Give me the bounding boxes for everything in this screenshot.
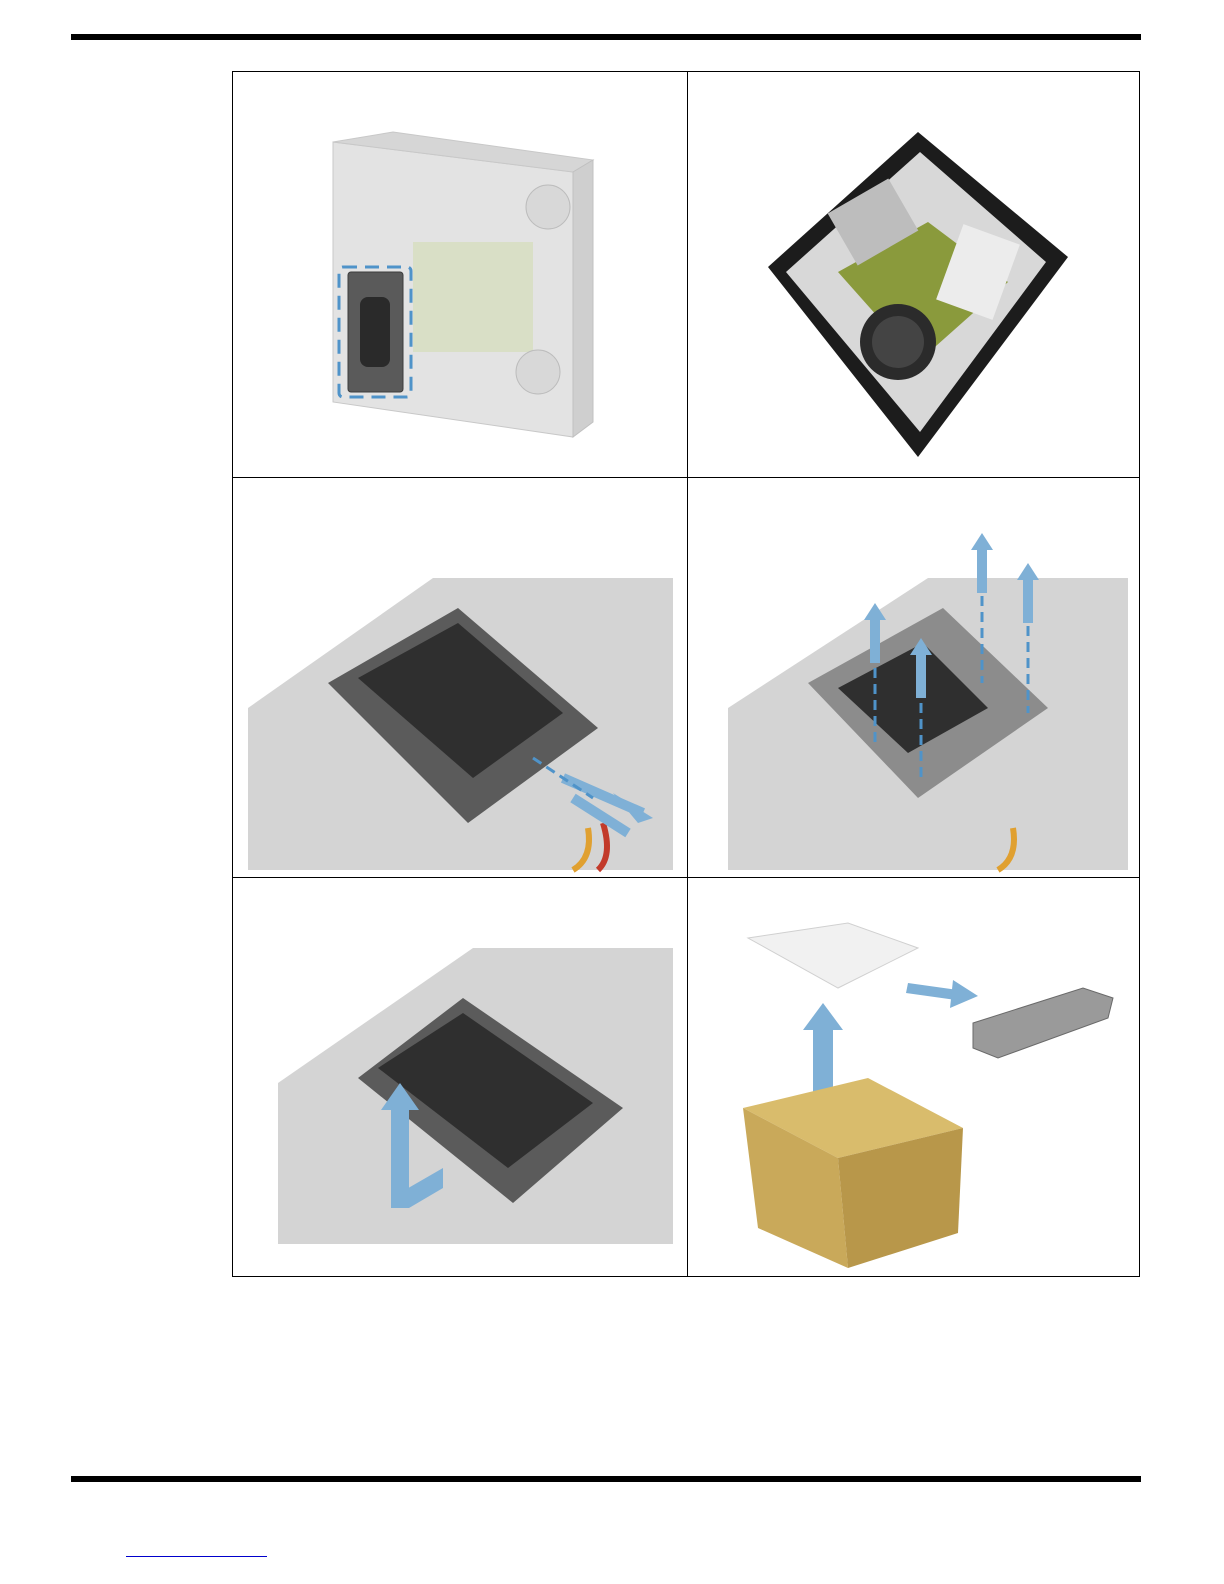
footer-link-underline[interactable] [126, 1556, 267, 1557]
panel-4 [688, 478, 1141, 877]
tower-drive-cage-illustration [233, 72, 687, 477]
panel-2 [688, 72, 1141, 477]
header-rule [71, 34, 1141, 40]
disconnect-cables-illustration [233, 478, 687, 877]
slide-cage-illustration [233, 878, 687, 1277]
illustration-table [232, 71, 1140, 1277]
panel-1 [233, 72, 687, 477]
panel-3 [233, 478, 687, 877]
open-chassis-illustration [688, 72, 1141, 477]
panel-5 [233, 878, 687, 1277]
remove-screws-illustration [688, 478, 1141, 877]
unpack-drive-illustration [688, 878, 1141, 1277]
panel-6 [688, 878, 1141, 1277]
footer-rule [71, 1476, 1141, 1482]
